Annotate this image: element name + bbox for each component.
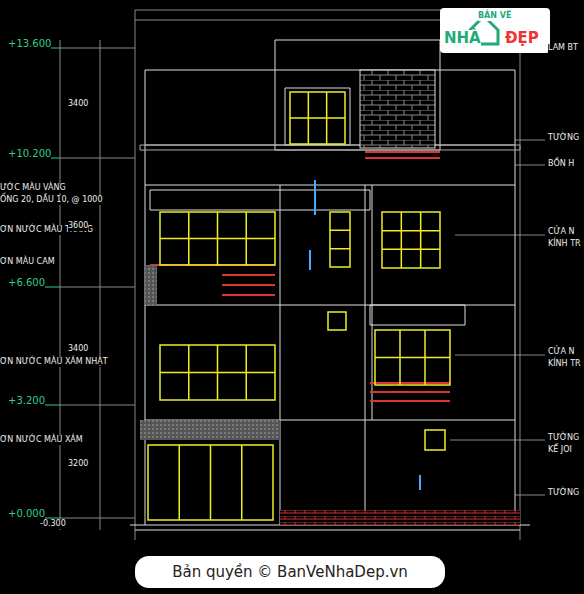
level-mark: +3.200 bbox=[8, 395, 45, 406]
note-text: KẾ JOI bbox=[548, 446, 572, 455]
note-text: TƯỜNG bbox=[548, 134, 579, 143]
dimension-text: 3200 bbox=[68, 460, 88, 469]
note-text: CỬA N bbox=[548, 228, 574, 237]
note-text: ƯỚC MÀU VÀNG bbox=[0, 184, 66, 193]
note-text: -0.300 bbox=[40, 520, 66, 529]
dimension-text: 3400 bbox=[68, 100, 88, 109]
note-text: NHÀ bbox=[444, 30, 481, 47]
level-mark: +0.000 bbox=[8, 508, 45, 519]
note-text: TƯỜNG bbox=[548, 434, 579, 443]
watermark-band: Bản quyền © BanVeNhaDep.vn bbox=[135, 556, 445, 588]
note-text: ƠN NƯỚC MÀU XÁM bbox=[0, 436, 83, 445]
watermark-text: Bản quyền © BanVeNhaDep.vn bbox=[172, 563, 408, 581]
note-text: ỐNG 20, DẦU 10, @ 1000 bbox=[0, 196, 103, 205]
note-text: ƠN MÀU CAM bbox=[0, 258, 55, 267]
note-text: BẢN VẼ bbox=[478, 12, 511, 21]
dimension-text: 3400 bbox=[68, 345, 88, 354]
level-mark: +13.600 bbox=[8, 38, 51, 49]
note-text: KÍNH TR bbox=[548, 240, 581, 249]
note-text: ĐẸP bbox=[505, 30, 539, 47]
level-mark: +6.600 bbox=[8, 277, 45, 288]
level-mark: +10.200 bbox=[8, 148, 51, 159]
note-text: LAM BT bbox=[548, 44, 578, 53]
note-text: CỬA N bbox=[548, 348, 574, 357]
note-text: TƯỜNG bbox=[548, 489, 579, 498]
note-text: KÍNH TR bbox=[548, 360, 581, 369]
dimension-text: 3600 bbox=[68, 222, 88, 231]
note-text: BỒN H bbox=[548, 160, 574, 169]
note-text: ƠN NƯỚC MÀU XÁM NHẠT bbox=[0, 358, 108, 367]
